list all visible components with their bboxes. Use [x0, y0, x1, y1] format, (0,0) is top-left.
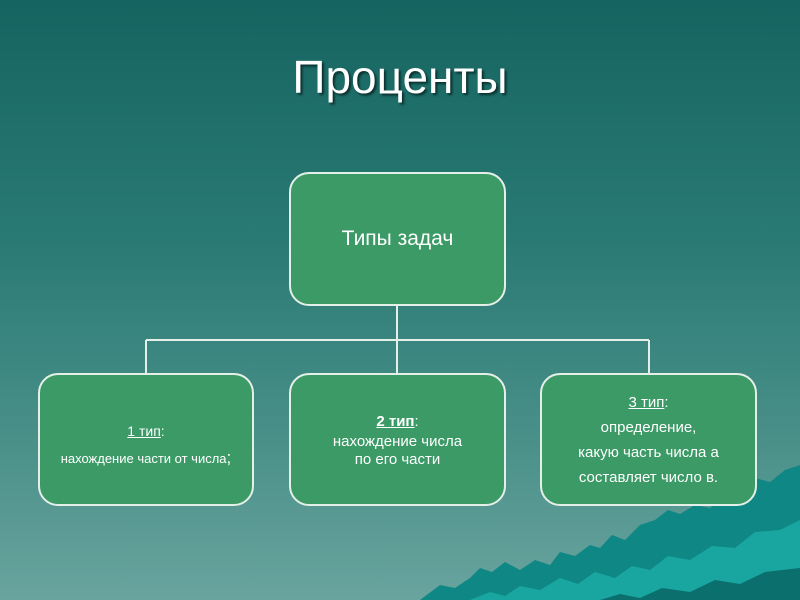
- node-type-3-colon: :: [664, 393, 669, 411]
- node-type-1-colon: :: [160, 422, 165, 439]
- node-type-3-line-1: определение,: [600, 418, 697, 436]
- slide-title: Проценты: [292, 51, 508, 103]
- node-task-types-label: Типы задач: [341, 227, 454, 250]
- node-type-3-label: 3 тип: [628, 393, 665, 411]
- node-type-2-heading: 2 тип:: [376, 411, 418, 433]
- node-type-1-text: нахождение части от числа: [60, 450, 227, 466]
- node-type-3: 3 тип: определение, какую часть числа а …: [540, 373, 757, 506]
- node-type-3-line-2: какую часть числа а: [578, 443, 719, 461]
- node-type-3-heading: 3 тип:: [628, 390, 668, 415]
- node-type-2-colon: :: [414, 412, 419, 430]
- node-type-2-label: 2 тип: [376, 412, 415, 430]
- node-type-2-line-1: нахождение числа: [332, 432, 463, 450]
- node-type-1-description: нахождение части от числа;: [61, 448, 232, 468]
- node-type-2: 2 тип: нахождение числа по его части: [289, 373, 506, 506]
- node-type-1-semicolon: ;: [226, 447, 232, 467]
- node-type-1-label: 1 тип: [127, 422, 161, 439]
- node-type-1: 1 тип: нахождение части от числа;: [38, 373, 254, 506]
- node-type-2-line-2: по его части: [354, 450, 441, 468]
- node-task-types: Типы задач: [289, 172, 506, 306]
- node-type-3-line-3: составляет число в.: [578, 468, 719, 486]
- node-type-1-heading: 1 тип:: [127, 420, 164, 442]
